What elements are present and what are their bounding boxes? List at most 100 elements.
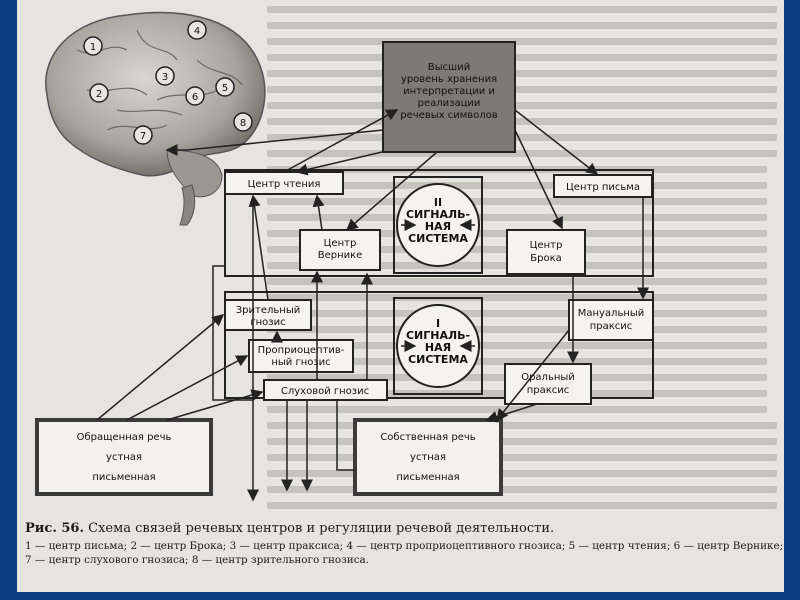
background-text-line bbox=[267, 214, 767, 221]
addressed-speech-box bbox=[35, 418, 213, 496]
label-line: НАЯ bbox=[425, 341, 451, 354]
brain-marker-number: 6 bbox=[192, 92, 198, 103]
label-line: Обращенная речь bbox=[77, 432, 172, 443]
first-system-frame bbox=[224, 291, 654, 399]
bottom-frame bbox=[0, 592, 800, 600]
brain-marker-circle bbox=[185, 86, 205, 106]
label-line: гнозис bbox=[250, 317, 285, 328]
brain-marker-number: 8 bbox=[240, 118, 246, 129]
own-speech-box bbox=[353, 418, 503, 496]
addressed-speech-label: Обращенная речь устная письменная bbox=[77, 432, 172, 483]
label-line: устная bbox=[410, 452, 446, 463]
caption-title: Рис. 56. Схема связей речевых центров и … bbox=[25, 521, 784, 536]
label-line: Центр bbox=[530, 240, 563, 251]
first-system-inner-frame bbox=[393, 297, 483, 395]
background-text-line bbox=[267, 278, 767, 285]
oral-praxis-box bbox=[504, 363, 592, 405]
own-speech-label: Собственная речь устная письменная bbox=[380, 432, 475, 483]
background-text-line bbox=[267, 134, 777, 141]
brain-marker-number: 1 bbox=[90, 42, 96, 53]
label-line: СИГНАЛЬ- bbox=[406, 329, 470, 342]
brain-marker-number: 3 bbox=[162, 72, 168, 83]
label-line: реализации bbox=[418, 98, 481, 109]
label-line: Собственная речь bbox=[380, 432, 475, 443]
label-line: речевых символов bbox=[400, 110, 498, 121]
background-text-line bbox=[267, 326, 767, 333]
wernicke-center-box bbox=[299, 229, 381, 271]
brain-marker-circle bbox=[215, 77, 235, 97]
label-line: праксис bbox=[590, 321, 633, 332]
first-signal-system-circle bbox=[396, 304, 480, 388]
label-line: ный гнозис bbox=[271, 357, 330, 368]
second-system-frame bbox=[224, 169, 654, 277]
background-text-line bbox=[267, 454, 777, 461]
figure-caption: Рис. 56. Схема связей речевых центров и … bbox=[25, 521, 784, 567]
label-line: I bbox=[436, 317, 440, 330]
caption-legend: 1 — центр письма; 2 — центр Брока; 3 — ц… bbox=[25, 540, 784, 566]
label-line: интерпретации и bbox=[403, 86, 495, 97]
brain-marker-circle bbox=[89, 83, 109, 103]
label-line: устная bbox=[106, 452, 142, 463]
label-line: Вернике bbox=[318, 250, 363, 261]
background-text-line bbox=[267, 102, 777, 109]
background-text-line bbox=[267, 406, 767, 413]
background-text-line bbox=[267, 182, 767, 189]
background-text-line bbox=[267, 118, 777, 125]
background-text-line bbox=[267, 438, 777, 445]
background-text-line bbox=[267, 294, 767, 301]
brain-marker-circle bbox=[187, 20, 207, 40]
left-frame bbox=[0, 0, 17, 600]
background-text-line bbox=[267, 422, 777, 429]
background-text-line bbox=[267, 310, 767, 317]
proprioceptive-gnosis-box bbox=[248, 339, 354, 373]
connection-arrows bbox=[96, 109, 649, 502]
label-line: праксис bbox=[527, 385, 570, 396]
label-line: СИГНАЛЬ- bbox=[406, 208, 470, 221]
background-text-line bbox=[267, 38, 777, 45]
brain-illustration: 1 2 3 4 5 6 7 8 bbox=[45, 11, 266, 226]
background-text-line bbox=[267, 22, 777, 29]
background-text-line bbox=[267, 54, 777, 61]
background-text-line bbox=[267, 358, 767, 365]
second-system-inner-frame bbox=[393, 176, 483, 274]
higher-level-box bbox=[382, 41, 516, 153]
label-line: письменная bbox=[396, 472, 459, 483]
brain-marker-number: 4 bbox=[194, 26, 200, 37]
background-text-line bbox=[267, 70, 777, 77]
label-line: Центр bbox=[324, 238, 357, 249]
background-text-line bbox=[267, 150, 777, 157]
second-signal-system-circle bbox=[396, 183, 480, 267]
background-text-line bbox=[267, 470, 777, 477]
label-line: письменная bbox=[92, 472, 155, 483]
brain-marker-number: 7 bbox=[140, 131, 146, 142]
brain-marker-circle bbox=[83, 36, 103, 56]
brain-marker-number: 2 bbox=[96, 89, 102, 100]
proprioceptive-gnosis-label: Проприоцептив-ный гнозис bbox=[258, 345, 345, 368]
brain-marker-number: 5 bbox=[222, 83, 228, 94]
label-line: Высший bbox=[428, 62, 470, 73]
background-text-line bbox=[267, 86, 777, 93]
background-text-line bbox=[267, 486, 777, 493]
auditory-gnosis-box bbox=[263, 379, 388, 401]
label-line: II bbox=[434, 196, 442, 209]
background-text-line bbox=[267, 342, 767, 349]
label-line: НАЯ bbox=[425, 220, 451, 233]
right-frame bbox=[784, 0, 800, 600]
label-line: Оральный bbox=[521, 372, 575, 383]
background-text-line bbox=[267, 198, 767, 205]
visual-gnosis-box bbox=[224, 299, 312, 331]
auditory-gnosis-label: Слуховой гнозис bbox=[281, 386, 369, 397]
writing-center-label: Центр письма bbox=[566, 182, 640, 193]
brain-marker-circle bbox=[155, 66, 175, 86]
manual-praxis-box bbox=[568, 299, 654, 341]
reading-center-label: Центр чтения bbox=[248, 179, 321, 190]
